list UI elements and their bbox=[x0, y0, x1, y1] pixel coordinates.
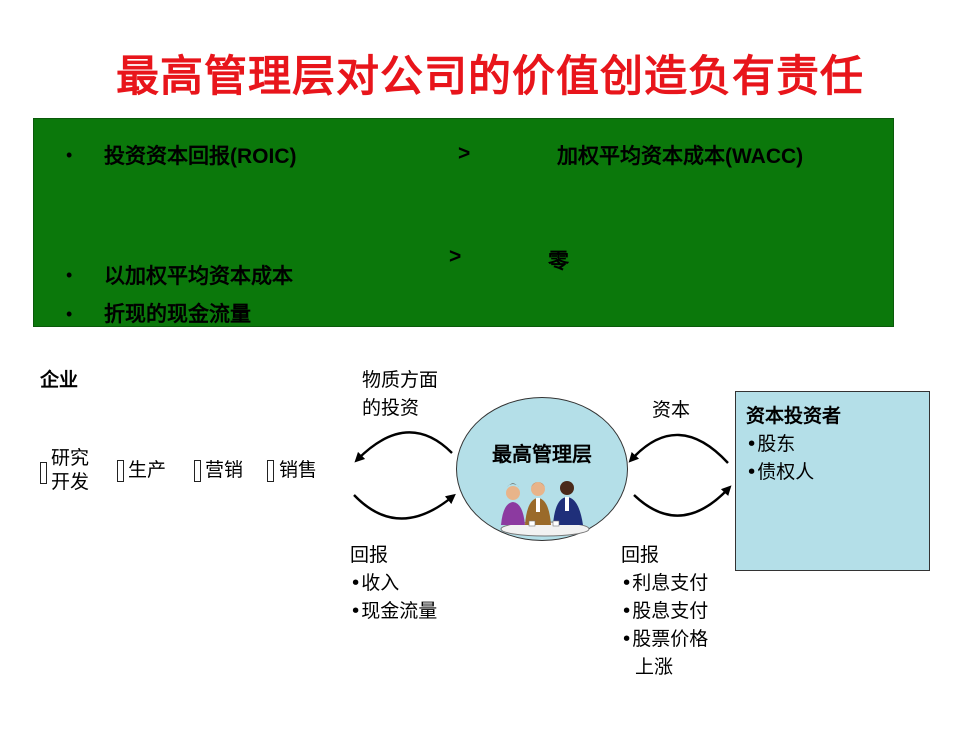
wacc-label-en: (WACC) bbox=[725, 145, 804, 168]
right-return-item: 上涨 bbox=[635, 656, 674, 678]
roic-label-cn: 投资资本回报 bbox=[104, 143, 230, 168]
value-criteria-panel bbox=[33, 118, 894, 327]
wacc-label: 加权平均资本成本(WACC) bbox=[557, 140, 803, 170]
bullet-3: • bbox=[66, 304, 73, 324]
dcf-label: 折现的现金流量 bbox=[104, 301, 251, 326]
greater-than-2: > bbox=[449, 245, 462, 268]
investors-item: •股东 bbox=[746, 433, 796, 455]
physical-investment-label: 物质方面 的投资 bbox=[362, 369, 439, 419]
right-cycle-arrows bbox=[628, 433, 732, 517]
chain-marker-marketing bbox=[194, 460, 201, 482]
capital-investors-box bbox=[735, 391, 930, 571]
wacc-spread-label: 以加权平均资本成本 bbox=[104, 263, 293, 288]
wacc-label-cn: 加权平均资本成本 bbox=[557, 143, 725, 168]
left-return-item: •收入 bbox=[350, 572, 400, 594]
zero-label: 零 bbox=[548, 248, 569, 273]
chain-sales: 销售 bbox=[279, 459, 318, 481]
capital-label: 资本 bbox=[652, 399, 691, 421]
top-management-label: 最高管理层 bbox=[492, 442, 592, 466]
chain-production: 生产 bbox=[128, 459, 167, 481]
left-cycle-arrows bbox=[353, 431, 456, 520]
chain-marker-rd bbox=[40, 462, 47, 484]
chain-marketing: 营销 bbox=[205, 459, 244, 481]
right-return-item: •股息支付 bbox=[621, 600, 709, 622]
left-return-title: 回报 bbox=[350, 544, 389, 566]
roic-label: 投资资本回报(ROIC) bbox=[104, 140, 297, 170]
investors-title: 资本投资者 bbox=[746, 405, 842, 427]
investors-block: 资本投资者 •股东 •债权人 bbox=[746, 402, 841, 486]
right-return-item: •利息支付 bbox=[621, 572, 709, 594]
page-title: 最高管理层对公司的价值创造负有责任 bbox=[116, 52, 864, 102]
bullet-1: • bbox=[66, 145, 73, 165]
chain-marker-production bbox=[117, 460, 124, 482]
right-return-item: •股票价格 bbox=[621, 628, 709, 650]
left-return-item: •现金流量 bbox=[350, 600, 438, 622]
chain-rd: 研究 开发 bbox=[51, 447, 90, 493]
investors-item: •债权人 bbox=[746, 461, 815, 483]
left-return-block: 回报 •收入 •现金流量 bbox=[350, 541, 437, 625]
roic-label-en: (ROIC) bbox=[230, 145, 297, 168]
right-return-title: 回报 bbox=[621, 544, 660, 566]
greater-than-1: > bbox=[458, 142, 471, 165]
enterprise-label: 企业 bbox=[40, 369, 79, 391]
bullet-2: • bbox=[66, 265, 73, 285]
chain-marker-sales bbox=[267, 460, 274, 482]
meeting-people-icon bbox=[500, 481, 590, 537]
right-return-block: 回报 •利息支付 •股息支付 •股票价格 上涨 bbox=[621, 541, 708, 681]
